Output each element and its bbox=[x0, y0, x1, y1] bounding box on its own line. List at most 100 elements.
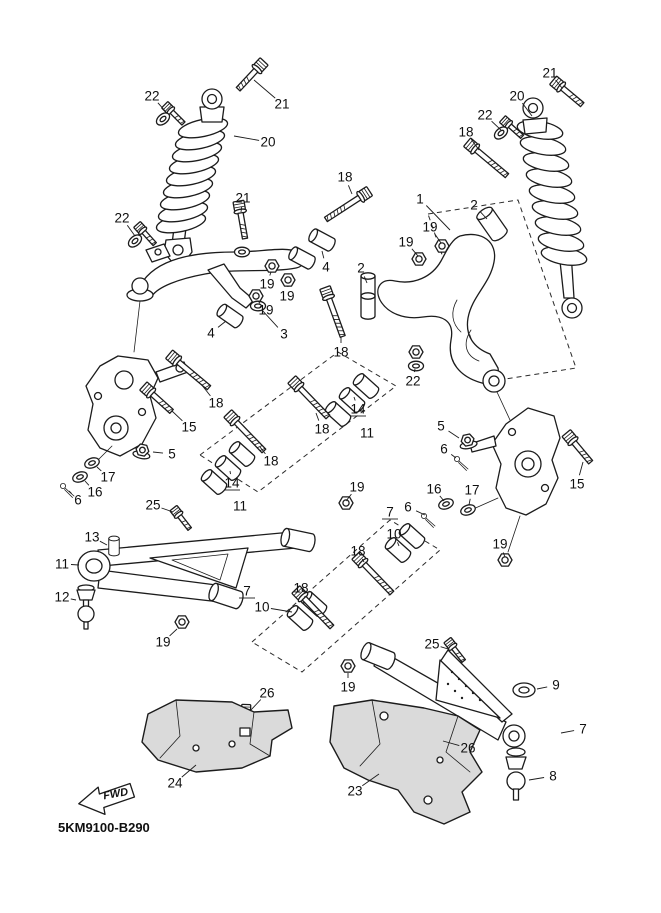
callout-label: 25 bbox=[424, 637, 439, 652]
dashed-group-boxes bbox=[199, 199, 577, 673]
callout-label: 1 bbox=[416, 192, 424, 207]
callout-label: 6 bbox=[440, 442, 448, 457]
callout-label: 18 bbox=[314, 422, 329, 437]
callout-label: 7 bbox=[386, 505, 394, 520]
callout-label: 2 bbox=[357, 261, 365, 276]
callout-label: 23 bbox=[347, 784, 362, 799]
nut-19 bbox=[264, 259, 280, 273]
front-shock-right bbox=[516, 97, 588, 319]
callout-label: 18 bbox=[337, 170, 352, 185]
ball-stud-8 bbox=[506, 771, 526, 791]
leader-line bbox=[96, 466, 102, 472]
callout-label: 7 bbox=[243, 584, 251, 599]
leader-line bbox=[578, 461, 584, 476]
callout-label: 8 bbox=[549, 769, 557, 784]
leader-line bbox=[347, 185, 353, 195]
leader-line bbox=[353, 396, 356, 401]
leader-line bbox=[70, 564, 80, 566]
leader-line bbox=[363, 276, 368, 284]
callout-label: 24 bbox=[167, 776, 183, 791]
front-shock-left bbox=[155, 88, 229, 263]
nut-19 bbox=[280, 273, 296, 287]
leader-line bbox=[257, 300, 261, 304]
leader-line bbox=[522, 102, 533, 117]
leader-line bbox=[397, 542, 400, 547]
mud-guard-23 bbox=[329, 699, 483, 825]
callout-label: 18 bbox=[263, 454, 278, 469]
leader-line bbox=[362, 773, 380, 787]
callout-label: 19 bbox=[492, 537, 507, 552]
leader-line bbox=[240, 206, 243, 213]
callout-label: 22 bbox=[144, 89, 159, 104]
callout-label: 21 bbox=[274, 97, 289, 112]
leader-line bbox=[259, 446, 266, 455]
callout-label: 17 bbox=[464, 483, 479, 498]
leader-line bbox=[415, 510, 426, 516]
callout-label: 5 bbox=[437, 419, 445, 434]
lower-arm-right bbox=[358, 640, 536, 801]
nut-19 bbox=[411, 252, 427, 266]
leader-line bbox=[450, 454, 457, 459]
callout-label: 21 bbox=[542, 66, 557, 81]
callout-label: 15 bbox=[181, 420, 196, 435]
leader-line bbox=[555, 79, 563, 89]
callout-label: 22 bbox=[114, 211, 129, 226]
callout-label: 4 bbox=[207, 326, 215, 341]
callout-label: 6 bbox=[74, 493, 82, 508]
callout-label: 12 bbox=[54, 590, 69, 605]
leader-line bbox=[491, 120, 502, 131]
nut-19 bbox=[174, 615, 190, 629]
nut-19 bbox=[248, 289, 264, 303]
leader-line bbox=[315, 412, 320, 421]
callout-label: 11 bbox=[360, 426, 374, 441]
leader-line bbox=[269, 271, 272, 276]
leader-line bbox=[303, 596, 306, 599]
leader-line bbox=[171, 410, 183, 422]
leader-line bbox=[233, 135, 260, 141]
shock-top-cap bbox=[522, 117, 548, 135]
leader-line bbox=[528, 777, 545, 781]
nut-19 bbox=[340, 659, 356, 673]
leader-line bbox=[468, 498, 471, 506]
callout-label: 18 bbox=[208, 396, 223, 411]
callout-label: 3 bbox=[280, 327, 288, 342]
callout-label: 9 bbox=[552, 678, 560, 693]
leader-line bbox=[502, 552, 506, 558]
callout-label: 17 bbox=[100, 470, 115, 485]
leader-line bbox=[249, 699, 262, 712]
callout-label: 16 bbox=[426, 482, 441, 497]
callout-label: 11 bbox=[55, 557, 69, 572]
leader-line bbox=[99, 540, 108, 546]
leader-line bbox=[434, 234, 442, 244]
fwd-label: FWD bbox=[102, 786, 129, 802]
leader-line bbox=[479, 211, 488, 220]
leader-line bbox=[345, 493, 352, 502]
collar-13 bbox=[108, 535, 120, 557]
front-lower-arm-right bbox=[377, 233, 511, 421]
callout-label: 19 bbox=[398, 235, 413, 250]
callout-label: 10 bbox=[386, 527, 401, 542]
leader-line bbox=[439, 495, 445, 502]
callout-label: 15 bbox=[569, 477, 584, 492]
leader-line bbox=[169, 628, 178, 637]
callout-label: 18 bbox=[333, 345, 348, 360]
callout-label: 4 bbox=[322, 260, 330, 275]
leader-line bbox=[261, 309, 279, 328]
leader-line bbox=[253, 79, 276, 99]
callout-label: 22 bbox=[477, 108, 492, 123]
steering-knuckle-right bbox=[461, 407, 561, 553]
leader-line bbox=[181, 764, 197, 778]
callout-label: 22 bbox=[405, 374, 420, 389]
leader-line bbox=[270, 608, 293, 613]
part-code: 5KM9100-B290 bbox=[58, 820, 150, 835]
callout-label: 10 bbox=[254, 600, 269, 615]
leader-line bbox=[126, 225, 136, 237]
leader-line bbox=[361, 558, 365, 563]
leader-line bbox=[411, 248, 419, 257]
callout-label: 19 bbox=[155, 635, 170, 650]
leader-line bbox=[470, 139, 480, 151]
